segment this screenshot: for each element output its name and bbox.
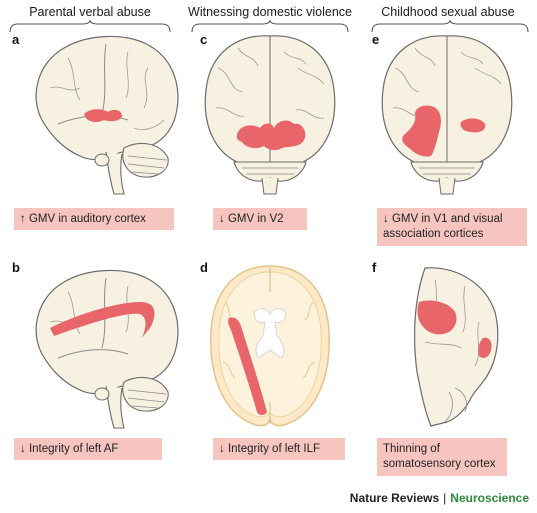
journal-credit: Nature Reviews|Neuroscience — [350, 491, 529, 505]
caption-b: ↓ Integrity of left AF — [14, 438, 162, 460]
journal-name: Nature Reviews — [349, 491, 440, 505]
header-childhood-sexual-abuse: Childhood sexual abuse — [381, 5, 515, 19]
panel-letter-a: a — [12, 32, 20, 47]
header-bracket-left — [9, 20, 171, 33]
brain-lateral-a — [35, 35, 179, 195]
caption-c: ↓ GMV in V2 — [213, 208, 307, 230]
header-bracket-middle — [191, 20, 349, 33]
header-bracket-right — [371, 20, 529, 33]
header-parental-verbal-abuse: Parental verbal abuse — [29, 5, 151, 19]
panel-letter-f: f — [372, 260, 377, 275]
panel-letter-b: b — [12, 260, 20, 275]
panel-letter-e: e — [372, 32, 380, 47]
brain-axial-d — [210, 265, 330, 427]
journal-separator: | — [443, 491, 447, 505]
caption-a: ↑ GMV in auditory cortex — [14, 208, 174, 230]
brain-posterior-c — [204, 35, 336, 195]
caption-d: ↓ Integrity of left ILF — [213, 438, 345, 460]
panel-letter-d: d — [200, 260, 208, 275]
caption-e: ↓ GMV in V1 and visual association corti… — [377, 208, 527, 246]
journal-section: Neuroscience — [450, 491, 529, 505]
brain-lateral-f — [414, 267, 499, 427]
brain-lateral-b — [35, 269, 179, 429]
header-witnessing-domestic-violence: Witnessing domestic violence — [188, 5, 352, 19]
caption-f: Thinning of somatosensory cortex — [377, 438, 507, 476]
panel-letter-c: c — [200, 32, 208, 47]
brain-posterior-e — [381, 35, 513, 195]
